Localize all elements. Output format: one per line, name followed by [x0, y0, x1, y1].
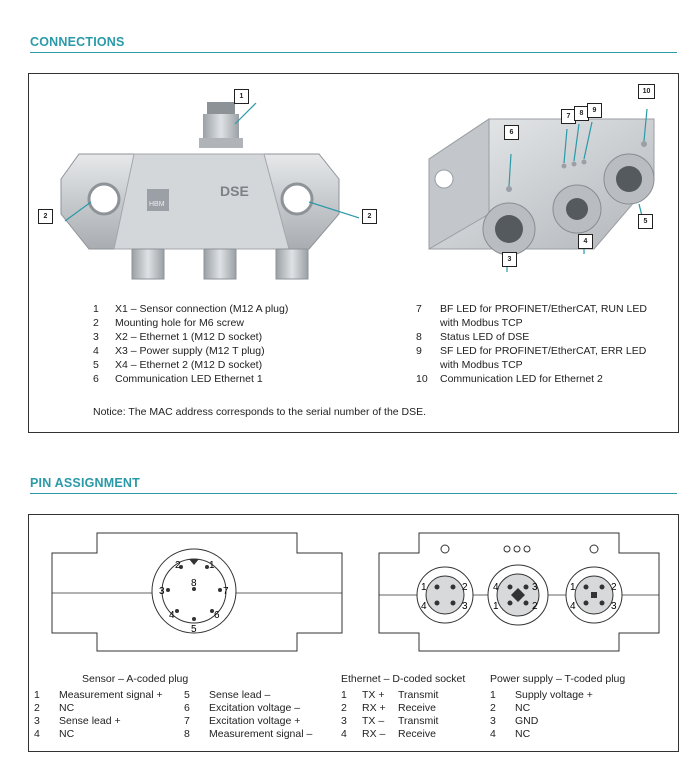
ethernet-table-title: Ethernet – D-coded socket [341, 673, 466, 685]
callout-2-front-left: 2 [38, 209, 53, 224]
legend-item-7-cont: with Modbus TCP [440, 317, 523, 329]
sensor-pin-1: 1 [209, 560, 215, 571]
power-table-title: Power supply – T-coded plug [490, 673, 626, 685]
power-pin-4: 4 [570, 601, 576, 612]
legend-item-1: X1 – Sensor connection (M12 A plug) [115, 303, 289, 315]
eth2-pin-2: 2 [532, 601, 538, 612]
brand-engraving-dse: DSE [220, 183, 249, 199]
sensor-row: Sense lead + [59, 715, 121, 727]
callout-6: 6 [504, 125, 519, 140]
legend-item-9: SF LED for PROFINET/EtherCAT, ERR LED [440, 345, 647, 357]
legend-item-8: Status LED of DSE [440, 331, 530, 343]
sensor-row: Excitation voltage + [209, 715, 301, 727]
pin-assignment-panel: 1 2 3 4 5 6 7 8 1 2 3 4 [28, 514, 679, 752]
callout-5: 5 [638, 214, 653, 229]
sensor-table-title: Sensor – A-coded plug [82, 673, 189, 685]
callout-1-front: 1 [234, 89, 249, 104]
power-pin-2: 2 [611, 582, 617, 593]
sensor-pin-8: 8 [191, 578, 197, 589]
sensor-plug-diagram: 1 2 3 4 5 6 7 8 [51, 532, 343, 652]
callout-8: 8 [574, 106, 589, 121]
sensor-pin-2: 2 [175, 560, 181, 571]
eth1-pin-1: 1 [421, 582, 427, 593]
sensor-row: Measurement signal + [59, 689, 163, 701]
mac-notice: Notice: The MAC address corresponds to t… [93, 406, 427, 418]
power-pin-1: 1 [570, 582, 576, 593]
device-front-view: DSE HBM [60, 102, 359, 280]
legend-item-3: X2 – Ethernet 1 (M12 D socket) [115, 331, 263, 343]
legend-item-6: Communication LED Ethernet 1 [115, 373, 263, 385]
sensor-pin-7: 7 [223, 586, 229, 597]
device-rear-view [428, 108, 655, 272]
brand-engraving-hbm: HBM [149, 201, 165, 208]
eth1-pin-3: 3 [462, 601, 468, 612]
legend-item-2: Mounting hole for M6 screw [115, 317, 244, 329]
legend-item-4: X3 – Power supply (M12 T plug) [115, 345, 265, 357]
eth1-pin-2: 2 [462, 582, 468, 593]
callout-4: 4 [578, 234, 593, 249]
callout-9: 9 [587, 103, 602, 118]
sensor-row: Sense lead – [209, 689, 271, 701]
sensor-row: NC [59, 728, 75, 740]
legend-item-10: Communication LED for Ethernet 2 [440, 373, 603, 385]
eth2-pin-3: 3 [532, 582, 538, 593]
legend-item-7: BF LED for PROFINET/EtherCAT, RUN LED [440, 303, 647, 315]
eth2-pin-1: 1 [493, 601, 499, 612]
pin-assignment-rule [30, 493, 677, 494]
ethernet-power-diagram: 1 2 3 4 2 3 4 1 1 2 3 4 [378, 532, 660, 652]
callout-3: 3 [502, 252, 517, 267]
legend-item-5: X4 – Ethernet 2 (M12 D socket) [115, 359, 263, 371]
sensor-row: Measurement signal – [209, 728, 313, 740]
sensor-pin-5: 5 [191, 624, 197, 635]
power-pin-3: 3 [611, 601, 617, 612]
callout-10: 10 [638, 84, 655, 99]
pin-assignment-heading: PIN ASSIGNMENT [30, 476, 140, 490]
connections-rule [30, 52, 677, 53]
eth2-pin-4: 4 [493, 582, 499, 593]
sensor-pin-4: 4 [169, 610, 175, 621]
eth1-pin-4: 4 [421, 601, 427, 612]
connections-panel: DSE HBM 1 2 2 [28, 73, 679, 433]
connections-heading: CONNECTIONS [30, 35, 125, 49]
sensor-row: NC [59, 702, 75, 714]
sensor-pin-6: 6 [214, 610, 220, 621]
sensor-row: Excitation voltage – [209, 702, 301, 714]
callout-2-front-right: 2 [362, 209, 377, 224]
legend-item-9-cont: with Modbus TCP [440, 359, 523, 371]
sensor-pin-3: 3 [159, 586, 165, 597]
